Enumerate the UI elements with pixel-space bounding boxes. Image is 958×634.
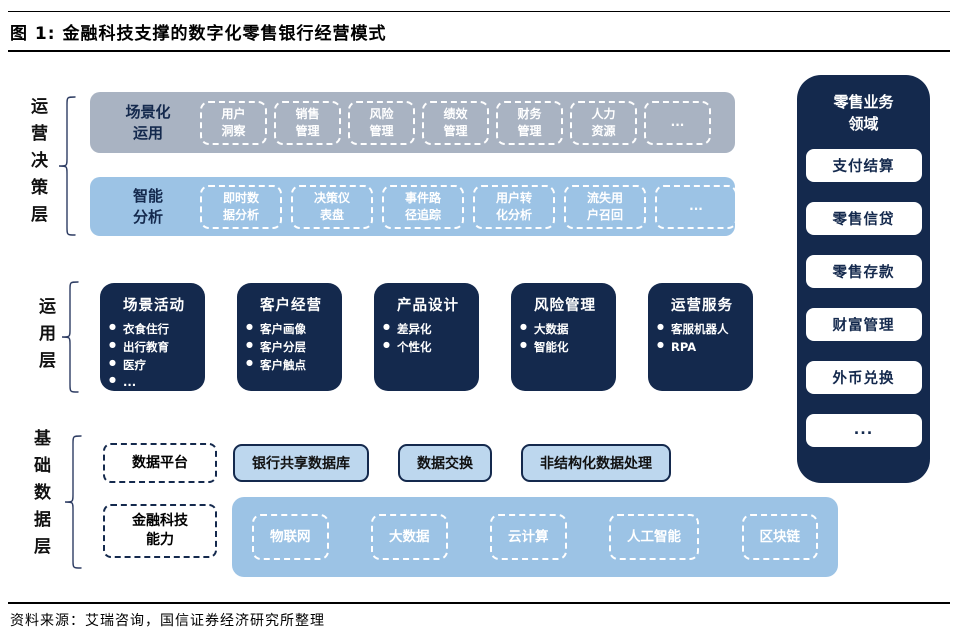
fintech-capability-box: 金融科技 能力 (103, 504, 217, 558)
retail-panel-title: 零售业务 领域 (833, 93, 894, 133)
card-item: 个性化 (383, 339, 473, 357)
card-items: 衣食住行出行教育医疗... (109, 321, 199, 392)
card-product-design: 产品设计 差异化个性化 (374, 283, 479, 391)
card-item: 差异化 (383, 321, 473, 339)
analysis-band-label: 智能 分析 (132, 187, 163, 226)
figure-title: 图 1: 金融科技支撑的数字化零售银行经营模式 (10, 24, 387, 44)
figure-source: 资料来源：艾瑞咨询，国信证券经济研究所整理 (10, 613, 325, 629)
card-title: 场景活动 (123, 298, 185, 314)
scenario-item: 风险 管理 (348, 100, 415, 145)
platform-item: 数据交换 (398, 444, 492, 482)
card-item: RPA (657, 339, 747, 357)
platform-item: 银行共享数据库 (233, 444, 369, 482)
card-item: 客户画像 (246, 321, 336, 339)
scenario-item: 销售 管理 (274, 100, 341, 145)
fintech-item: 大数据 (371, 514, 448, 560)
card-scenario-activity: 场景活动 衣食住行出行教育医疗... (100, 283, 205, 391)
card-items: 差异化个性化 (383, 321, 473, 357)
fintech-item: 云计算 (490, 514, 567, 560)
card-items: 客户画像客户分层客户触点 (246, 321, 336, 374)
title-rule (8, 50, 950, 52)
scenario-item: 绩效 管理 (422, 100, 489, 145)
card-customer-operation: 客户经营 客户画像客户分层客户触点 (237, 283, 342, 391)
retail-business-panel: 零售业务 领域 支付结算零售信贷零售存款财富管理外币兑换... (797, 75, 930, 483)
card-item: 大数据 (520, 321, 610, 339)
fintech-item: 区块链 (741, 514, 818, 560)
retail-item: 零售存款 (805, 254, 922, 288)
card-risk-management: 风险管理 大数据智能化 (511, 283, 616, 391)
data-platform-box: 数据平台 (103, 443, 217, 483)
application-layer-cards: 场景活动 衣食住行出行教育医疗... 客户经营 客户画像客户分层客户触点 产品设… (100, 283, 760, 391)
card-item: 衣食住行 (109, 321, 199, 339)
scenario-band-label: 场景化 运用 (125, 103, 171, 142)
brace-application (61, 281, 79, 393)
retail-item: 零售信贷 (805, 201, 922, 235)
analysis-item: 事件路 径追踪 (382, 184, 464, 229)
card-item: 客户触点 (246, 357, 336, 375)
platform-item: 非结构化数据处理 (521, 444, 671, 482)
smart-analysis-band: 智能 分析 即时数 据分析决策仪 表盘事件路 径追踪用户转 化分析流失用 户召回… (90, 177, 737, 236)
scenario-application-band: 场景化 运用 用户 洞察销售 管理风险 管理绩效 管理财务 管理人力 资源... (90, 92, 735, 153)
card-title: 产品设计 (397, 298, 459, 314)
footer-rule (8, 602, 950, 604)
fintech-item: 人工智能 (609, 514, 699, 560)
card-items: 大数据智能化 (520, 321, 610, 357)
data-platform-items: 银行共享数据库数据交换非结构化数据处理 (233, 444, 671, 482)
top-rule (8, 11, 950, 12)
analysis-item: ... (655, 184, 737, 229)
card-item: 医疗 (109, 357, 199, 375)
analysis-item: 即时数 据分析 (200, 184, 282, 229)
retail-item: 支付结算 (805, 148, 922, 182)
card-item: 出行教育 (109, 339, 199, 357)
card-item: 客服机器人 (657, 321, 747, 339)
scenario-item: ... (644, 100, 711, 145)
brace-data (64, 435, 82, 569)
card-operation-service: 运营服务 客服机器人RPA (648, 283, 753, 391)
fintech-item: 物联网 (252, 514, 329, 560)
scenario-item: 人力 资源 (570, 100, 637, 145)
brace-decision (58, 96, 76, 236)
card-item: ... (109, 374, 199, 392)
analysis-item: 流失用 户召回 (564, 184, 646, 229)
scenario-item: 用户 洞察 (200, 100, 267, 145)
scenario-band-items: 用户 洞察销售 管理风险 管理绩效 管理财务 管理人力 资源... (200, 100, 725, 145)
retail-panel-items: 支付结算零售信贷零售存款财富管理外币兑换... (805, 148, 922, 467)
card-title: 风险管理 (534, 298, 596, 314)
card-title: 运营服务 (671, 298, 733, 314)
retail-item: 外币兑换 (805, 360, 922, 394)
analysis-band-items: 即时数 据分析决策仪 表盘事件路 径追踪用户转 化分析流失用 户召回... (200, 184, 737, 229)
card-title: 客户经营 (260, 298, 322, 314)
analysis-item: 决策仪 表盘 (291, 184, 373, 229)
layer-label-data: 基础数据层 (30, 429, 50, 564)
card-items: 客服机器人RPA (657, 321, 747, 357)
analysis-item: 用户转 化分析 (473, 184, 555, 229)
card-item: 客户分层 (246, 339, 336, 357)
retail-item: ... (805, 413, 922, 447)
scenario-item: 财务 管理 (496, 100, 563, 145)
retail-item: 财富管理 (805, 307, 922, 341)
fintech-capability-band: 物联网大数据云计算人工智能区块链 (232, 497, 838, 577)
layer-label-decision: 运营决策层 (27, 97, 47, 232)
layer-label-application: 运用层 (35, 297, 55, 378)
card-item: 智能化 (520, 339, 610, 357)
